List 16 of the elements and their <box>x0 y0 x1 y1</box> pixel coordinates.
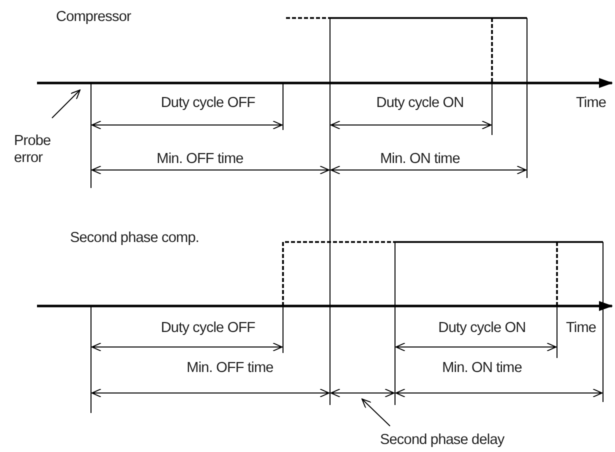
signal-name: Compressor <box>56 9 131 26</box>
leader-line <box>52 90 80 118</box>
interval-label: Min. ON time <box>380 151 460 168</box>
interval-label: Min. OFF time <box>186 360 274 377</box>
axis-label: Time <box>576 95 606 112</box>
interval-label: Duty cycle OFF <box>160 320 256 337</box>
interval-label: Min. ON time <box>442 360 522 377</box>
interval-label: Duty cycle ON <box>438 320 526 337</box>
interval-label: Duty cycle ON <box>376 95 464 112</box>
interval-label: Min. OFF time <box>156 151 244 168</box>
leader-line <box>362 398 390 426</box>
signal-name: Second phase comp. <box>70 230 200 247</box>
axis-label: Time <box>566 320 596 337</box>
interval-label: Duty cycle OFF <box>160 95 256 112</box>
callout-text: Second phase delay <box>380 432 540 449</box>
callout-text: Probe error <box>14 133 54 167</box>
